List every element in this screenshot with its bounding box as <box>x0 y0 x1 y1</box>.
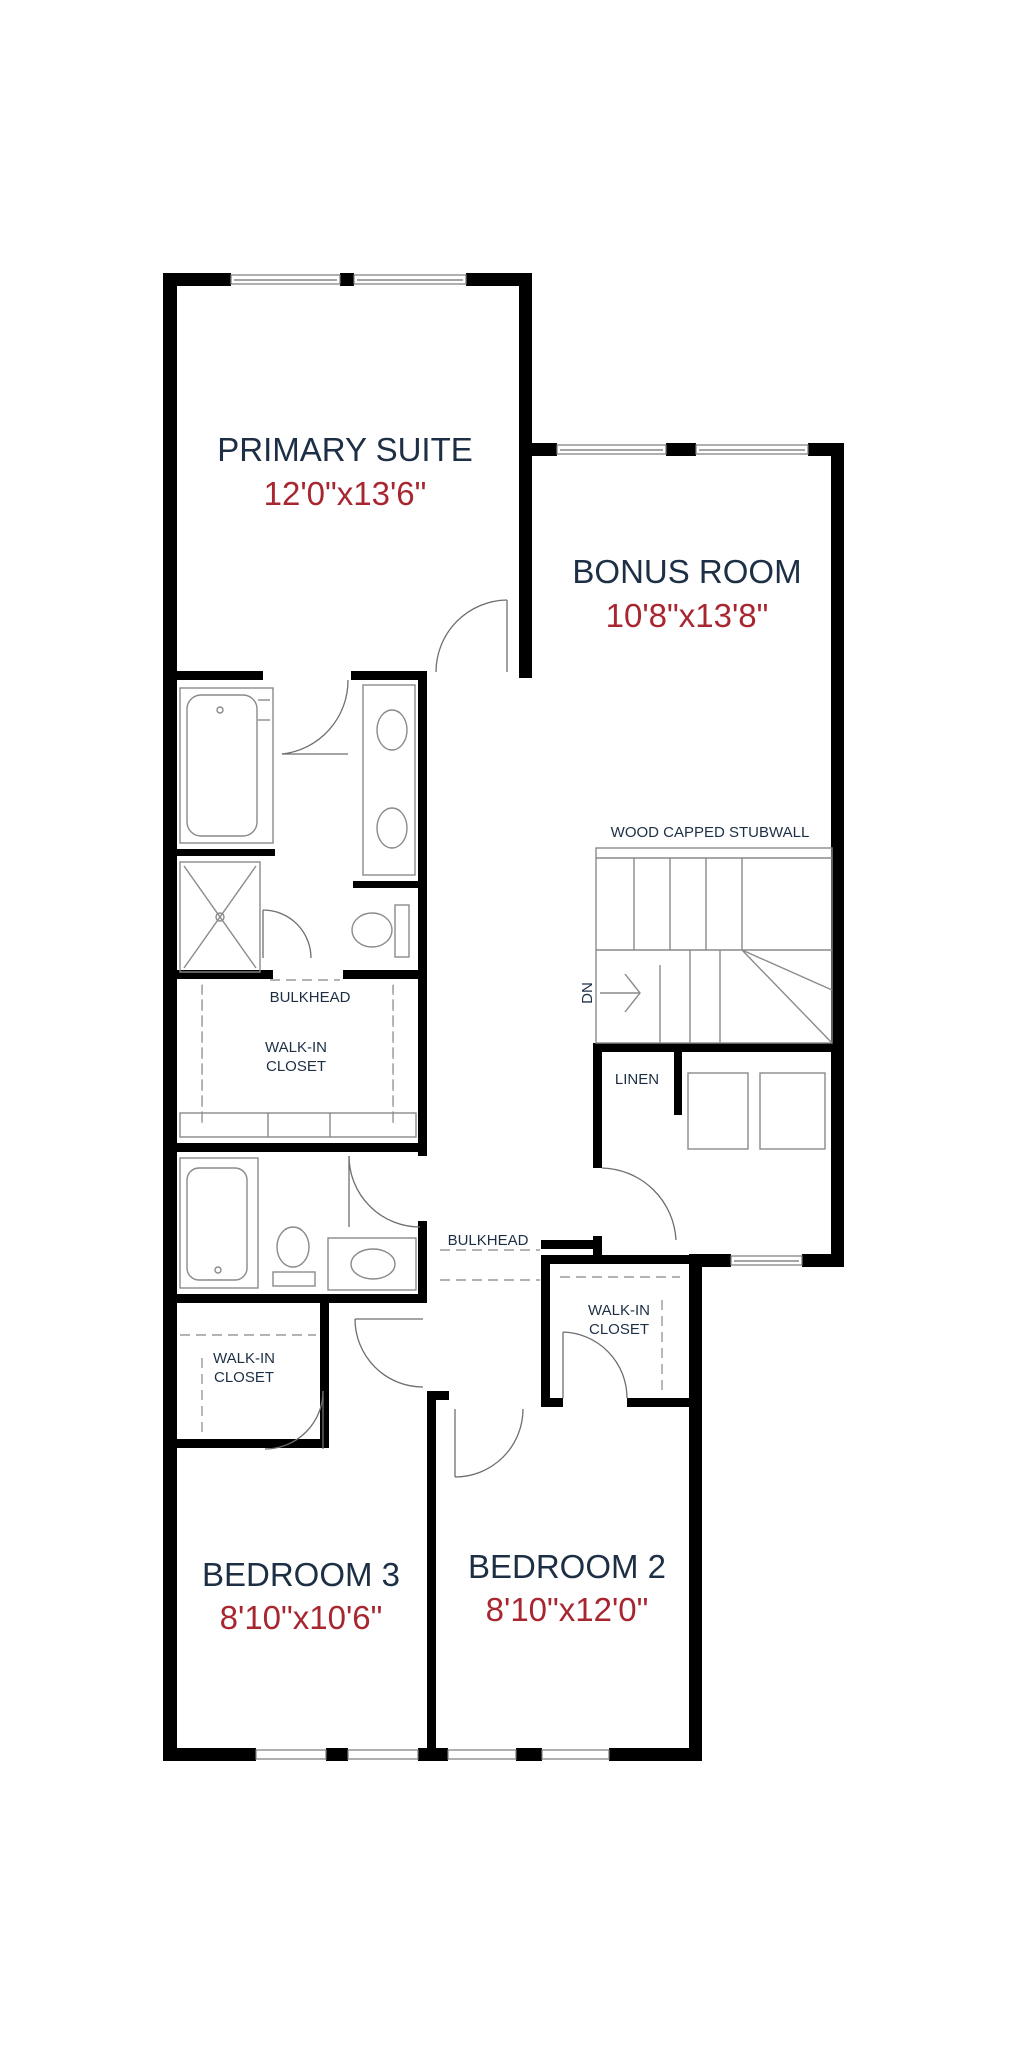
interior-walls <box>163 671 844 1761</box>
walkin-primary-label-2: CLOSET <box>266 1058 326 1075</box>
bulkhead-mid-label: BULKHEAD <box>448 1232 529 1249</box>
walkin-b3-label-2: CLOSET <box>214 1369 274 1386</box>
fixtures <box>179 684 833 1435</box>
walkin-b2-label-1: WALK-IN <box>588 1302 650 1319</box>
primary-suite-name: PRIMARY SUITE <box>217 431 473 468</box>
bedroom-3-name: BEDROOM 3 <box>202 1556 400 1593</box>
labels: PRIMARY SUITE 12'0"x13'6" BONUS ROOM 10'… <box>202 431 809 1636</box>
primary-suite-dim: 12'0"x13'6" <box>264 475 427 512</box>
doors <box>262 599 677 1478</box>
walkin-primary-label-1: WALK-IN <box>265 1039 327 1056</box>
bedroom-2-dim: 8'10"x12'0" <box>486 1591 649 1628</box>
stubwall-label: WOOD CAPPED STUBWALL <box>611 824 810 841</box>
stairs-dn-label: DN <box>579 982 596 1004</box>
windows <box>230 274 809 1760</box>
bonus-room-dim: 10'8"x13'8" <box>606 597 769 634</box>
bonus-room-name: BONUS ROOM <box>572 553 801 590</box>
exterior-walls <box>163 273 844 1761</box>
walkin-b3-label-1: WALK-IN <box>213 1350 275 1367</box>
bedroom-2-name: BEDROOM 2 <box>468 1548 666 1585</box>
bulkhead-top-label: BULKHEAD <box>270 989 351 1006</box>
bedroom-3-dim: 8'10"x10'6" <box>220 1599 383 1636</box>
linen-label: LINEN <box>615 1071 659 1088</box>
walkin-b2-label-2: CLOSET <box>589 1321 649 1338</box>
